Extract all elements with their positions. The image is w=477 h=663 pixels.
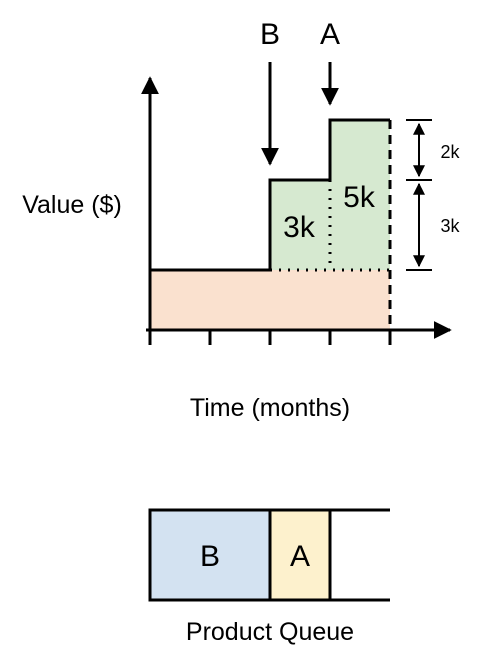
x-axis-label: Time (months)	[190, 394, 350, 422]
marker-a-label: A	[320, 18, 340, 51]
product-queue: B A	[148, 508, 390, 602]
segment-b-value: 3k	[283, 211, 316, 244]
queue-slot-a-label: A	[290, 540, 310, 573]
queue-caption: Product Queue	[186, 618, 354, 646]
dimension-upper-label: 2k	[440, 142, 460, 162]
segment-a-value: 5k	[343, 181, 376, 214]
queue-slot-b	[150, 510, 270, 600]
queue-slot-b-label: B	[200, 540, 220, 573]
added-value-area	[270, 120, 390, 270]
queue-slot-a	[270, 510, 330, 600]
dimension-lower-label: 3k	[440, 216, 460, 236]
dimension-markers	[406, 119, 432, 271]
y-axis-label: Value ($)	[22, 191, 122, 219]
baseline-value-area	[150, 270, 390, 330]
marker-b-label: B	[260, 18, 280, 51]
x-axis-ticks	[148, 330, 392, 345]
value-step-line	[150, 118, 390, 272]
